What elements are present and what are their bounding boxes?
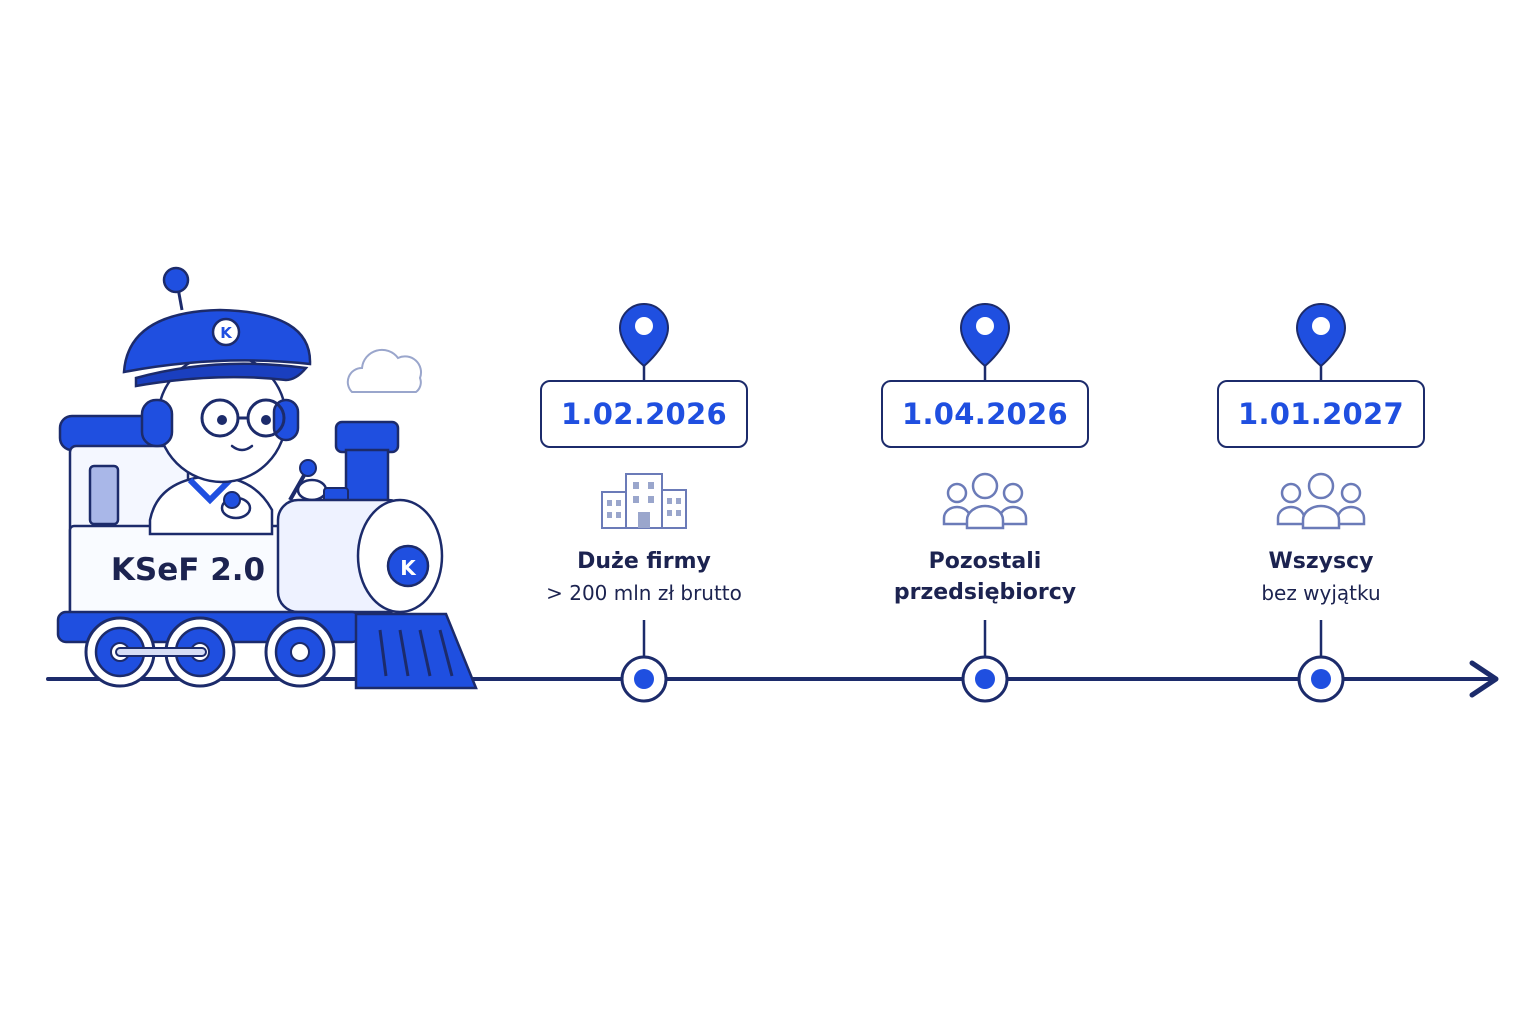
milestone-2-title-line1: Pozostali — [928, 549, 1042, 574]
milestone-2-date: 1.04.2026 — [881, 380, 1089, 448]
milestone-1-date: 1.02.2026 — [540, 380, 748, 448]
smoke-cloud-icon — [346, 348, 423, 393]
milestone-2-graphics — [942, 302, 1028, 703]
train-wheels — [84, 616, 336, 688]
conductor-character: K — [122, 266, 328, 536]
milestone-3-date: 1.01.2027 — [1217, 380, 1425, 448]
milestone-3-graphics — [1276, 302, 1366, 703]
boiler-badge-letter: K — [400, 556, 417, 580]
milestone-3-title: Wszyscy — [1268, 549, 1374, 574]
office-buildings-icon — [601, 473, 687, 529]
train-illustration: K K — [56, 266, 478, 690]
milestone-3-subtitle: bez wyjątku — [1261, 581, 1381, 605]
milestone-1-title: Duże firmy — [577, 549, 711, 574]
milestone-1-graphics — [601, 302, 687, 703]
cap-badge-letter: K — [220, 324, 233, 342]
milestone-1-subtitle: > 200 mln zł brutto — [546, 581, 742, 605]
timeline-arrow-icon — [1469, 660, 1499, 698]
boiler-k-badge-icon — [386, 544, 430, 588]
group-of-people-icon — [1276, 472, 1366, 530]
group-of-people-icon — [942, 472, 1028, 530]
milestone-2-title-line2: przedsiębiorcy — [893, 580, 1077, 605]
train-label: KSeF 2.0 — [110, 552, 266, 588]
